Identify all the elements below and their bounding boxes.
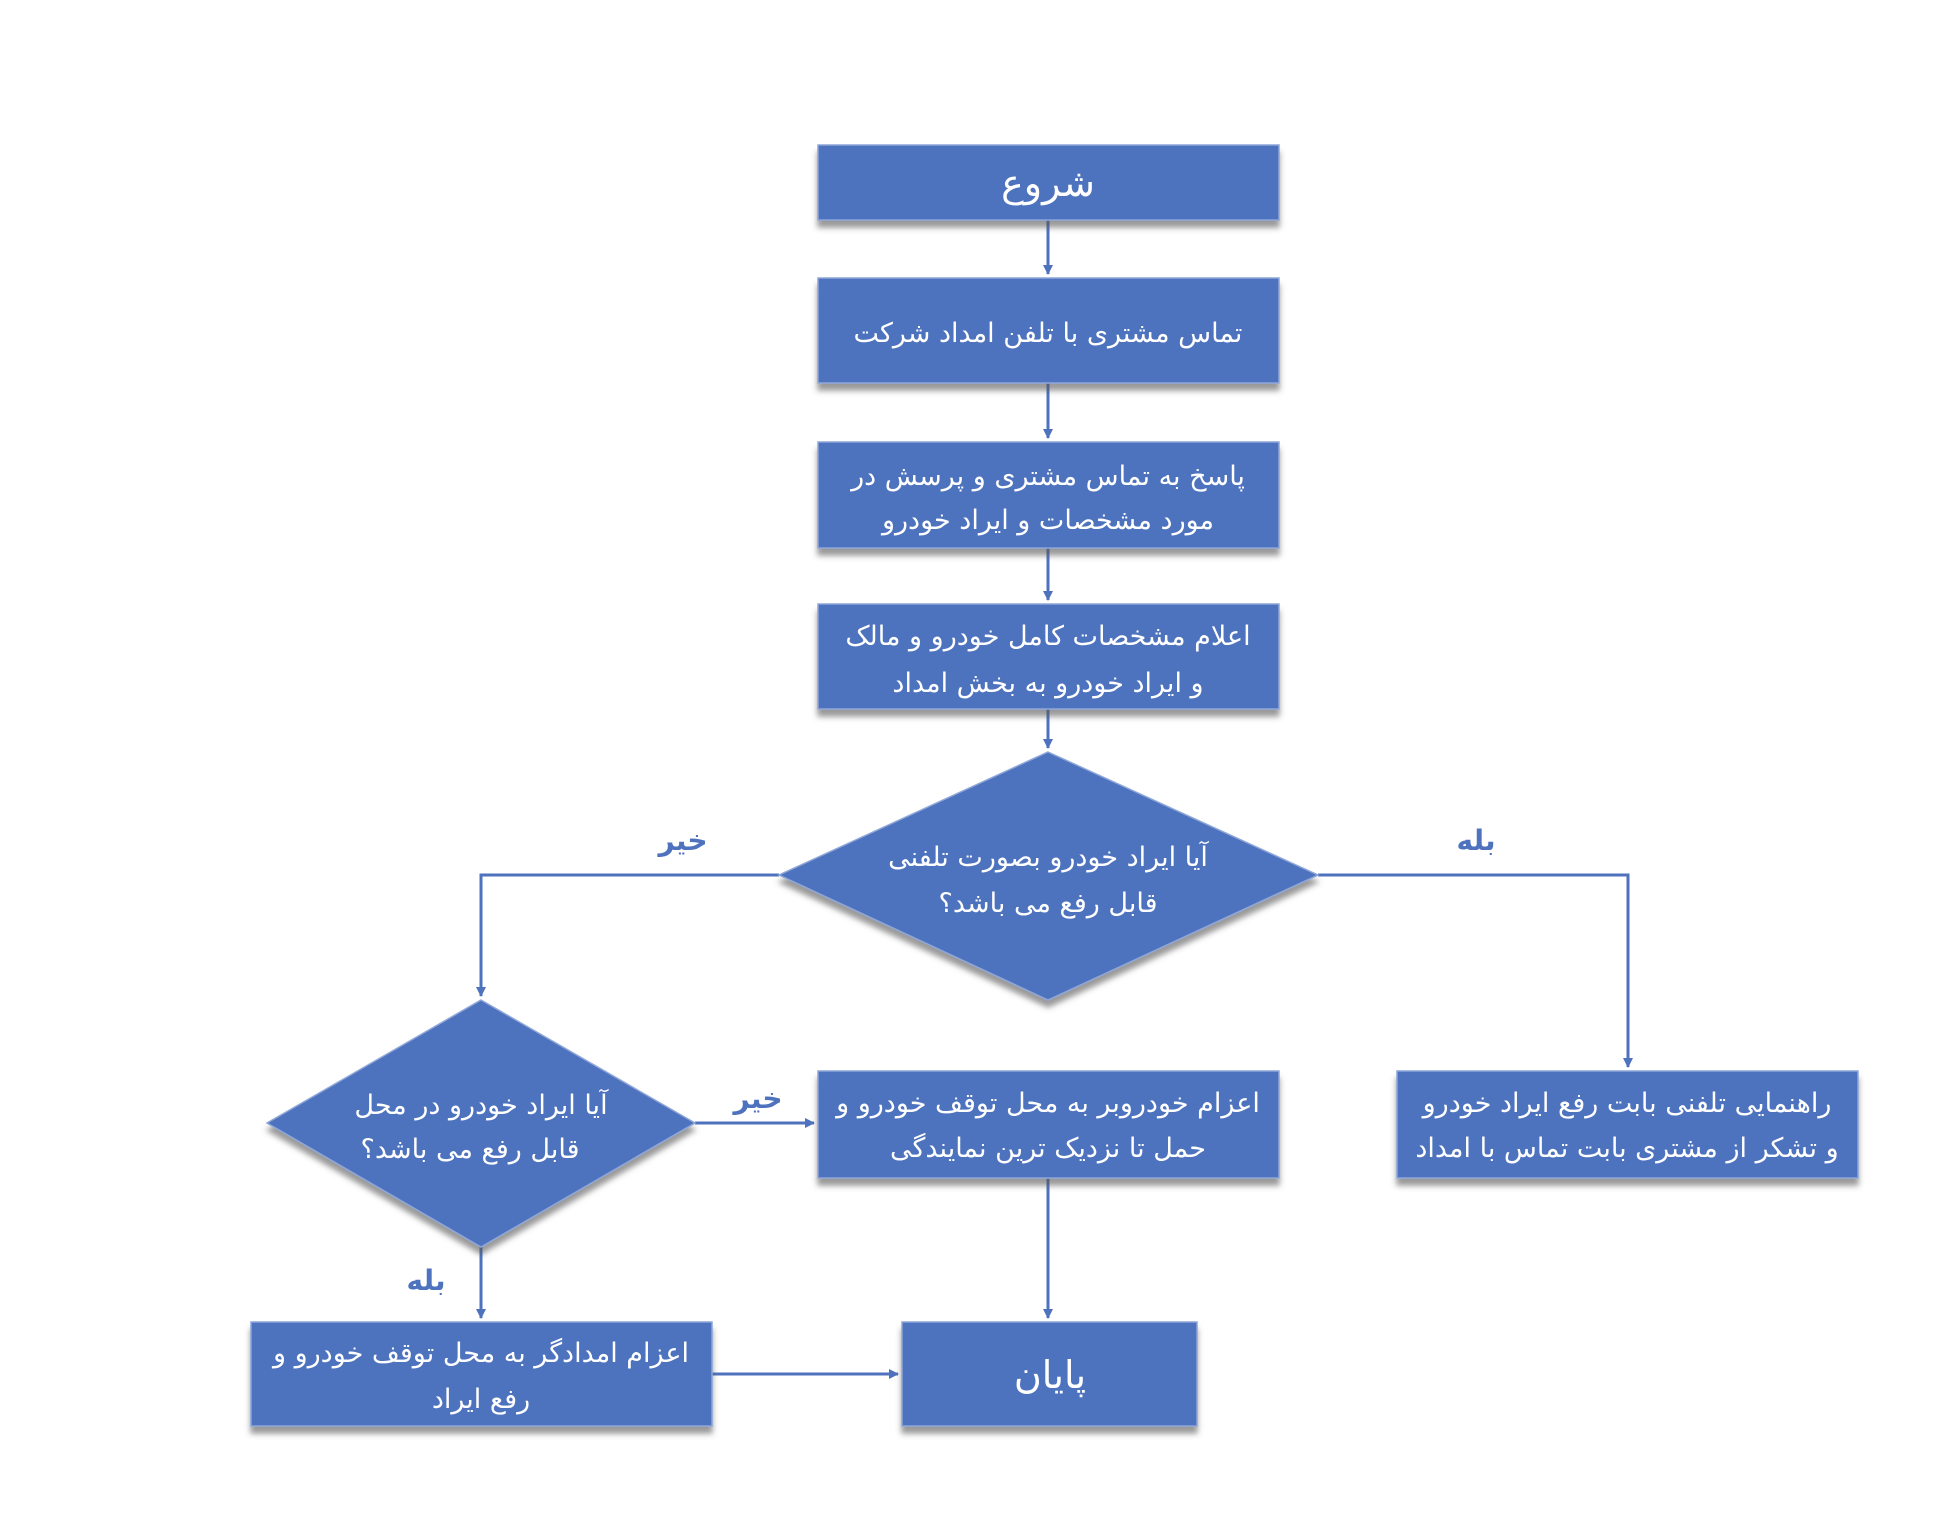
edges	[476, 220, 1633, 1379]
node-announce: اعلام مشخصات کامل خودرو و مالک و ایراد خ…	[817, 603, 1280, 710]
decision-phone: آیا ایراد خودرو بصورت تلفنی قابل رفع می …	[777, 751, 1320, 1001]
node-tow-line1: اعزام خودروبر به محل توقف خودرو و	[834, 1088, 1260, 1119]
node-dispatch-line1: اعزام امدادگر به محل توقف خودرو و	[271, 1337, 689, 1369]
decision-site-line2: قابل رفع می باشد؟	[361, 1134, 580, 1165]
node-phone-guide-line2: و تشکر از مشتری بابت تماس با امداد	[1415, 1133, 1838, 1164]
edge-phone-no	[476, 873, 779, 997]
node-phone-guide: راهنمایی تلفنی بابت رفع ایراد خودرو و تش…	[1396, 1070, 1859, 1179]
node-answer-line1: پاسخ به تماس مشتری و پرسش در	[849, 461, 1245, 492]
node-start-label: شروع	[1001, 161, 1095, 206]
decision-site: آیا ایراد خودرو در محل قابل رفع می باشد؟	[265, 999, 697, 1248]
node-announce-line1: اعلام مشخصات کامل خودرو و مالک	[845, 621, 1250, 652]
node-answer-line2: مورد مشخصات و ایراد خودرو	[880, 505, 1214, 536]
node-tow: اعزام خودروبر به محل توقف خودرو و حمل تا…	[817, 1070, 1280, 1179]
edge-label-site-yes: بله	[407, 1264, 446, 1297]
edge-label-site-no: خیر	[731, 1082, 782, 1115]
edge-label-phone-yes: بله	[1457, 824, 1496, 857]
node-call: تماس مشتری با تلفن امداد شرکت	[817, 277, 1280, 384]
node-end-label: پایان	[1014, 1353, 1086, 1397]
node-dispatch: اعزام امدادگر به محل توقف خودرو و رفع ای…	[250, 1321, 713, 1427]
node-phone-guide-line1: راهنمایی تلفنی بابت رفع ایراد خودرو	[1421, 1088, 1832, 1119]
node-start: شروع	[817, 144, 1280, 221]
node-announce-line2: و ایراد خودرو به بخش امداد	[892, 668, 1203, 699]
edge-phone-yes	[1318, 873, 1633, 1068]
decision-site-line1: آیا ایراد خودرو در محل	[354, 1089, 609, 1121]
node-end: پایان	[901, 1321, 1198, 1427]
node-dispatch-line2: رفع ایراد	[432, 1384, 530, 1415]
decision-phone-line2: قابل رفع می باشد؟	[939, 888, 1158, 919]
node-tow-line2: حمل تا نزدیک ترین نمایندگی	[890, 1132, 1206, 1164]
node-answer: پاسخ به تماس مشتری و پرسش در مورد مشخصات…	[817, 441, 1280, 549]
edge-label-phone-no: خیر	[656, 824, 707, 857]
node-call-label: تماس مشتری با تلفن امداد شرکت	[854, 318, 1243, 349]
decision-phone-line1: آیا ایراد خودرو بصورت تلفنی	[888, 841, 1209, 873]
